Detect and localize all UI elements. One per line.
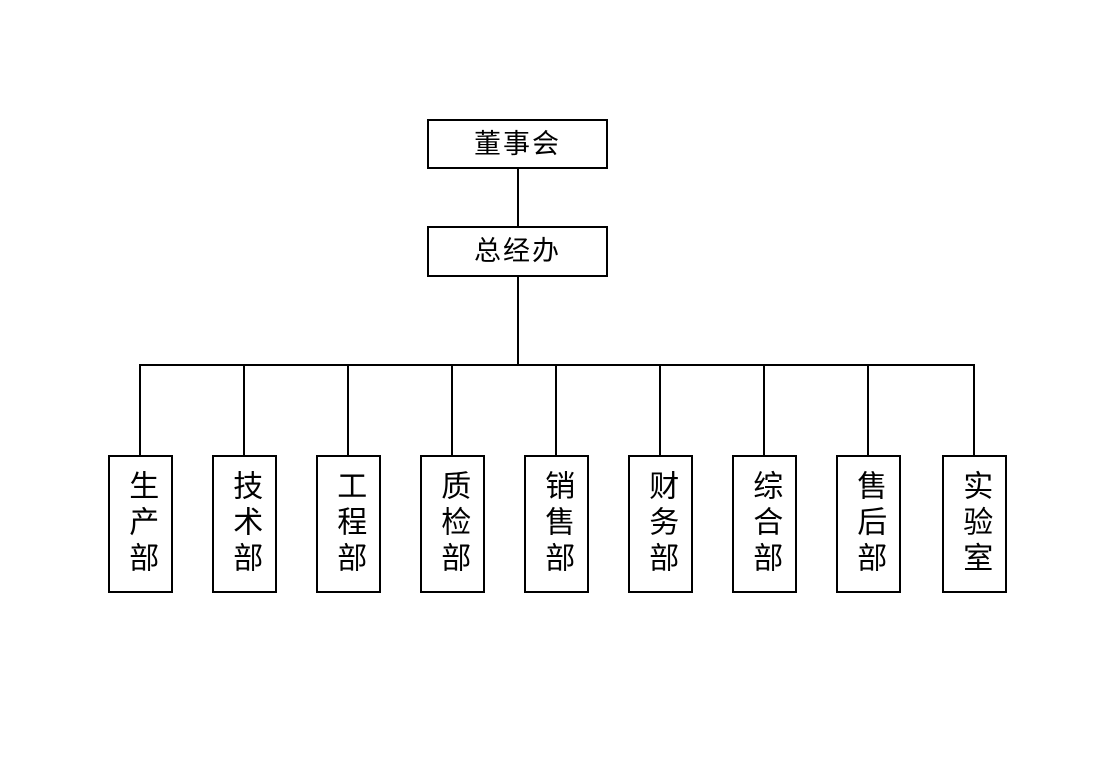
connector-drop-6 [659,364,661,455]
connector-drop-8 [867,364,869,455]
node-dept-after-sales-label: 售后部 [851,470,887,578]
node-dept-quality-inspection[interactable]: 质检部 [420,455,485,593]
connector-drop-1 [139,364,141,455]
node-dept-general-affairs[interactable]: 综合部 [732,455,797,593]
connector-drop-4 [451,364,453,455]
node-dept-sales[interactable]: 销售部 [524,455,589,593]
node-dept-sales-label: 销售部 [539,470,575,578]
node-dept-finance-label: 财务部 [643,470,679,578]
node-dept-after-sales[interactable]: 售后部 [836,455,901,593]
connector-drop-3 [347,364,349,455]
node-dept-production-label: 生产部 [123,470,159,578]
connector-drop-5 [555,364,557,455]
node-board-of-directors[interactable]: 董事会 [427,119,608,169]
node-dept-technology-label: 技术部 [227,470,263,578]
connector-board-to-gm [517,168,519,227]
node-general-manager-office-label: 总经办 [474,236,561,267]
connector-drop-7 [763,364,765,455]
node-dept-engineering-label: 工程部 [331,470,367,578]
node-dept-general-affairs-label: 综合部 [747,470,783,578]
node-board-of-directors-label: 董事会 [474,128,561,160]
connector-horizontal-bus [139,364,975,366]
connector-drop-9 [973,364,975,455]
node-dept-technology[interactable]: 技术部 [212,455,277,593]
node-dept-laboratory[interactable]: 实验室 [942,455,1007,593]
node-general-manager-office[interactable]: 总经办 [427,226,608,277]
connector-gm-to-bus [517,277,519,366]
connector-drop-2 [243,364,245,455]
node-dept-quality-inspection-label: 质检部 [435,470,471,578]
node-dept-engineering[interactable]: 工程部 [316,455,381,593]
node-dept-production[interactable]: 生产部 [108,455,173,593]
node-dept-laboratory-label: 实验室 [957,470,993,578]
node-dept-finance[interactable]: 财务部 [628,455,693,593]
